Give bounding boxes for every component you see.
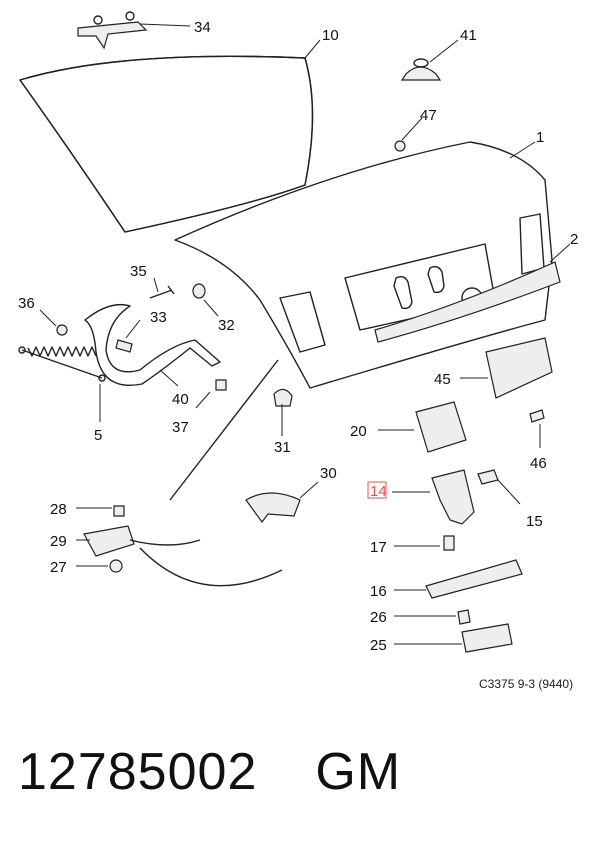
part-bump-stop xyxy=(400,58,442,81)
part-nut-27 xyxy=(109,559,123,573)
callout-20: 20 xyxy=(350,423,367,440)
actuator-cable xyxy=(129,539,283,587)
part-bracket-plate xyxy=(485,337,553,399)
part-handle-strip xyxy=(374,261,561,343)
part-screw-26 xyxy=(457,609,471,625)
callout-28: 28 xyxy=(50,501,67,518)
callout-45: 45 xyxy=(434,371,451,388)
callout-41: 41 xyxy=(460,27,477,44)
part-bracket-30 xyxy=(245,492,301,524)
callout-34: 34 xyxy=(194,19,211,36)
callout-25: 25 xyxy=(370,637,387,654)
release-cable xyxy=(169,359,279,501)
part-plug xyxy=(394,140,406,152)
callout-10: 10 xyxy=(322,27,339,44)
callout-36: 36 xyxy=(18,295,35,312)
callout-33: 33 xyxy=(150,309,167,326)
callout-26: 26 xyxy=(370,609,387,626)
part-clip-31 xyxy=(273,388,293,407)
part-bolt-35 xyxy=(149,285,175,299)
callout-37: 37 xyxy=(172,419,189,436)
callout-17: 17 xyxy=(370,539,387,556)
part-hinge-bracket xyxy=(77,11,148,50)
part-lock-14 xyxy=(431,469,475,525)
callout-2: 2 xyxy=(570,231,578,248)
callout-5: 5 xyxy=(94,427,102,444)
callout-29: 29 xyxy=(50,533,67,550)
callout-27: 27 xyxy=(50,559,67,576)
callout-31: 31 xyxy=(274,439,291,456)
part-bumper-32 xyxy=(192,283,206,299)
callout-15: 15 xyxy=(526,513,543,530)
exploded-parts-diagram: 34 10 41 47 1 2 35 36 33 32 45 40 37 5 2… xyxy=(18,11,578,654)
part-number: 12785002 xyxy=(18,743,258,801)
part-rail-16 xyxy=(425,559,523,599)
brand-name: GM xyxy=(315,743,402,801)
part-screw-37 xyxy=(215,379,227,391)
callout-46: 46 xyxy=(530,455,547,472)
callout-1: 1 xyxy=(536,129,544,146)
part-cover-20 xyxy=(415,401,467,453)
callout-40: 40 xyxy=(172,391,189,408)
callout-14: 14 xyxy=(370,483,387,500)
callout-32: 32 xyxy=(218,317,235,334)
diagram-reference-code: C3375 9-3 (9440) xyxy=(479,677,574,691)
part-actuator-29 xyxy=(83,525,135,557)
part-trunk-lid xyxy=(174,141,553,389)
part-gas-spring xyxy=(18,346,106,382)
part-weatherstrip-seal xyxy=(19,55,314,233)
part-number-footer: 12785002 GM xyxy=(18,742,401,802)
part-screw-17 xyxy=(443,535,455,551)
callout-30: 30 xyxy=(320,465,337,482)
part-screw-28 xyxy=(113,505,125,517)
part-hinge-arm xyxy=(84,303,221,386)
callout-16: 16 xyxy=(370,583,387,600)
part-switch-block-25 xyxy=(461,623,513,653)
callout-47: 47 xyxy=(420,107,437,124)
part-screw-46 xyxy=(529,409,545,423)
part-clip-33 xyxy=(115,339,133,353)
part-nut-36 xyxy=(56,324,68,336)
callout-35: 35 xyxy=(130,263,147,280)
part-switch-15 xyxy=(477,469,499,485)
leader-lines xyxy=(39,23,571,645)
callout-14-highlight xyxy=(367,481,387,499)
